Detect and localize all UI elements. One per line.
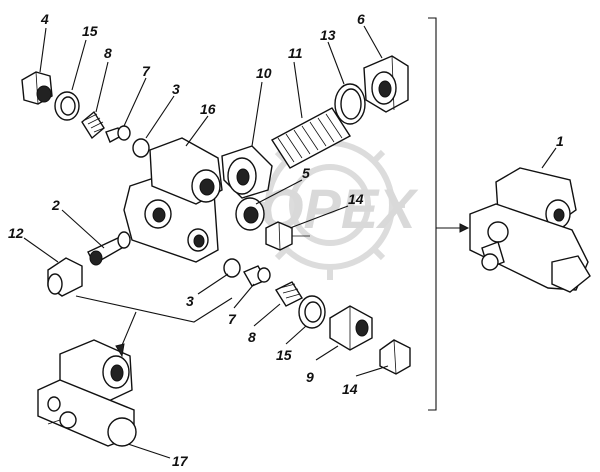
part-14-bolt-upper [265,221,310,251]
part-15-washer [54,91,80,121]
callout-2: 2 [51,197,60,213]
callout-12: 12 [8,225,24,241]
callout-13: 13 [320,27,336,43]
callout-1: 1 [556,133,564,149]
part-3-ball-lower [223,258,241,278]
part-8-spring [81,110,105,140]
part-1-assembled-pump [469,167,591,293]
callout-7-lower: 7 [228,311,237,327]
callout-17: 17 [172,453,189,469]
part-11-spring [271,107,351,169]
callout-15: 15 [82,23,98,39]
callout-8-lower: 8 [248,329,256,345]
part-16-pump-body [123,137,223,263]
callout-10: 10 [256,65,272,81]
part-13-ring [334,83,366,125]
part-5-plug [235,197,265,231]
callout-14-lower: 14 [342,381,358,397]
callout-labels: 4 15 8 7 3 16 10 11 13 6 1 5 14 2 12 3 7… [8,11,564,469]
callout-3-lower: 3 [186,293,194,309]
callout-3: 3 [172,81,180,97]
callout-14-upper: 14 [348,191,364,207]
part-12-cap [47,257,83,297]
callout-16: 16 [200,101,216,117]
callout-4: 4 [40,11,49,27]
part-8-spring-lower [274,281,304,307]
part-10-sleeve [221,145,273,199]
callout-5: 5 [302,165,310,181]
callout-7: 7 [142,63,151,79]
callout-8: 8 [104,45,112,61]
part-7-valve-lower [243,265,271,287]
part-3-ball [132,138,150,158]
callout-9: 9 [306,369,314,385]
part-17-assembly [37,339,137,447]
callout-15-lower: 15 [276,347,292,363]
part-2-check-valve [87,231,131,266]
leader-lines [23,25,557,459]
callout-6: 6 [357,11,365,27]
part-4-plug [21,71,53,105]
part-7-valve [105,125,131,143]
part-9-fitting [329,305,373,351]
callout-11: 11 [288,45,303,61]
part-14-bolt-lower [379,339,411,375]
part-6-nut [363,55,409,113]
assembly-bracket [428,17,470,411]
part-15-washer-lower [298,295,326,329]
